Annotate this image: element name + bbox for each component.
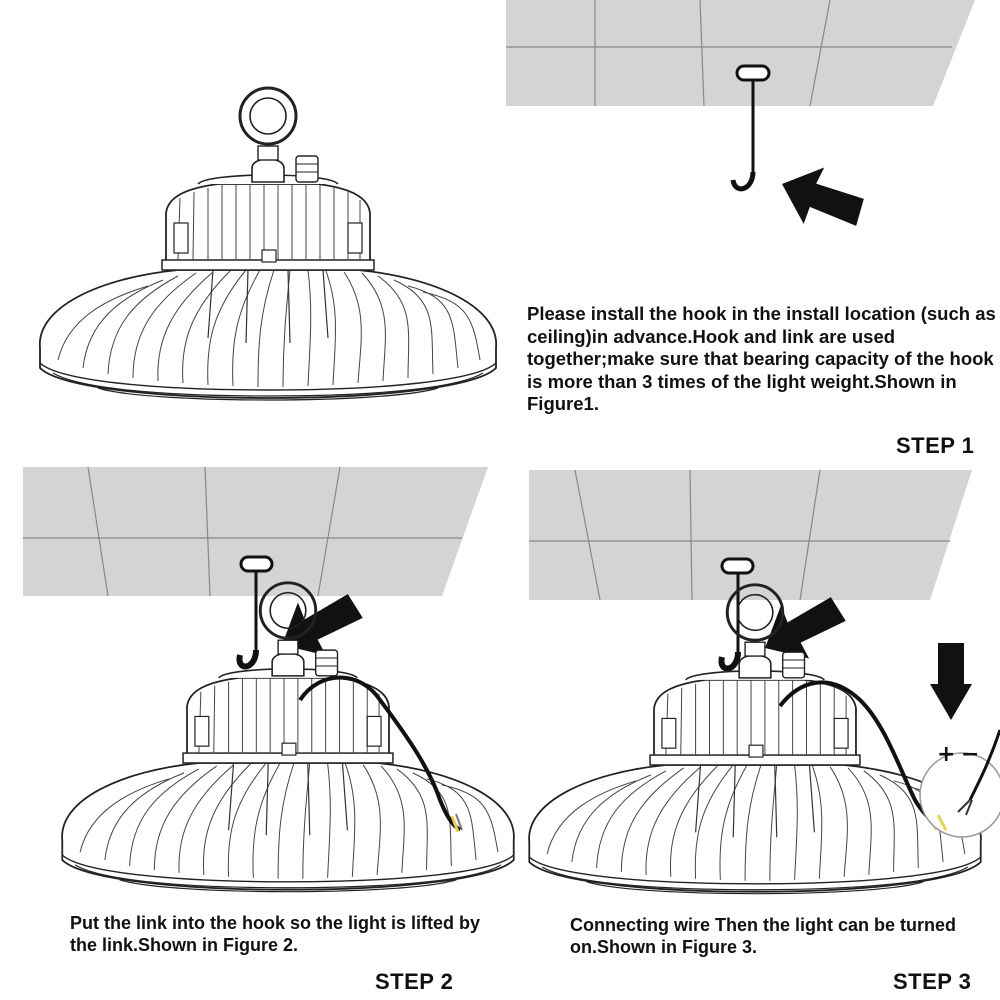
step3-instruction: Connecting wire Then the light can be tu…	[570, 914, 990, 958]
step2-instruction: Put the link into the hook so the light …	[70, 912, 490, 956]
step1-label: STEP 1	[896, 433, 974, 459]
step2-ufo-highbay-light	[62, 583, 514, 892]
step3-wire-detail-circle	[920, 730, 1000, 837]
step3-ufo-highbay-light	[529, 585, 981, 894]
polarity-minus-label: −	[961, 742, 979, 767]
step3-label: STEP 3	[893, 969, 971, 995]
step1-ceiling-panel	[506, 0, 975, 106]
step3-down-arrow-icon	[930, 643, 972, 720]
step3-ceiling-panel	[529, 470, 972, 600]
polarity-plus-label: +	[937, 742, 955, 767]
step1-instruction: Please install the hook in the install l…	[527, 303, 997, 416]
step1-ufo-highbay-light	[40, 88, 496, 400]
step2-label: STEP 2	[375, 969, 453, 995]
step1-arrow-icon	[772, 156, 871, 241]
